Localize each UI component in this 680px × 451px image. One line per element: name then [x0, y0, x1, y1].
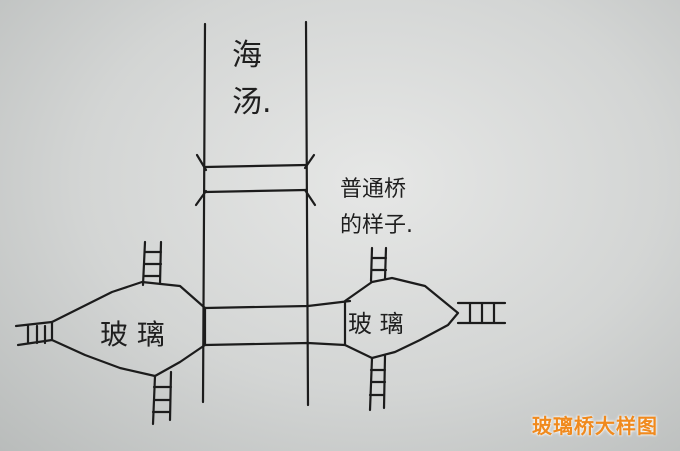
ladder-left-end [14, 320, 54, 347]
normal-bridge [194, 153, 317, 207]
ladder-right-end [456, 301, 507, 325]
normal-bridge-bottom-line [203, 188, 308, 194]
sea-right-bank [304, 20, 310, 407]
sea-label-line1: 海 [232, 38, 262, 73]
normal-bridge-top-line [203, 163, 308, 169]
ladder-left-top [141, 240, 163, 287]
ladder-right-top [369, 246, 388, 283]
ladder-right-bottom [368, 354, 387, 412]
glass-deck-top-line [203, 299, 352, 310]
glass-label-right: 玻 璃 [348, 310, 404, 338]
glass-deck-bottom-line [203, 341, 347, 347]
glass-label-left: 玻 璃 [100, 318, 165, 351]
normal-bridge-label-line1: 普通桥 [340, 177, 406, 202]
normal-bridge-label-line2: 的样子. [340, 213, 413, 238]
ladder-left-bottom [151, 370, 173, 426]
sea-left-bank [201, 22, 207, 404]
watermark: 玻璃桥大样图 [532, 414, 658, 438]
glass-platform-left [14, 240, 207, 426]
normal-bridge-right-wings [303, 153, 317, 207]
glass-bridge-deck [203, 299, 352, 347]
sea-channel [201, 20, 310, 407]
normal-bridge-left-wings [194, 153, 208, 207]
sea-label-line2: 汤. [232, 85, 272, 120]
glass-platform-left-outline [50, 280, 207, 378]
glass-platform-right [343, 246, 507, 412]
